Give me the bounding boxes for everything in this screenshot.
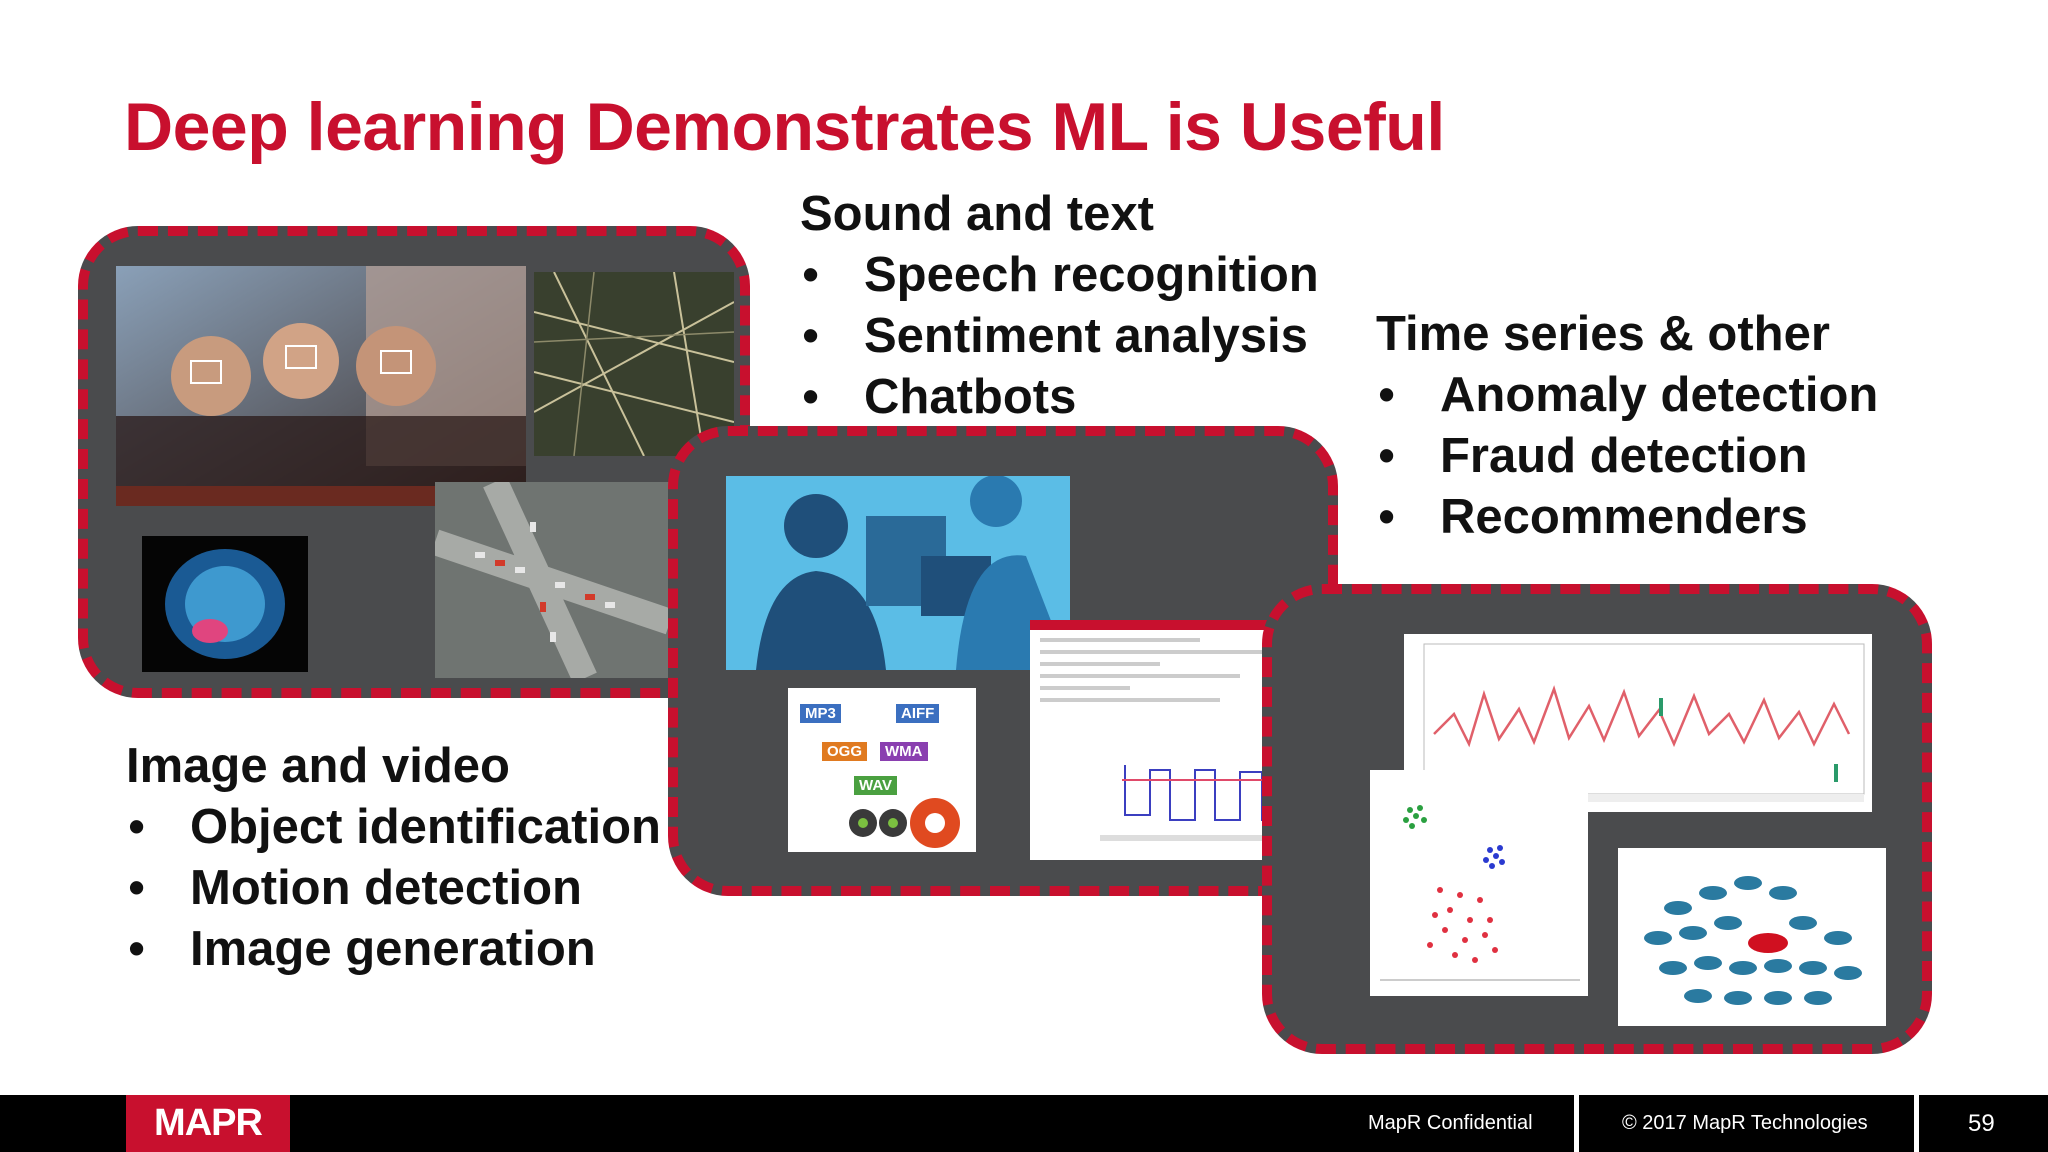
list-item: Object identification <box>126 797 686 858</box>
face-recognition-image <box>116 266 526 506</box>
footer-divider <box>1914 1095 1919 1152</box>
slide-title: Deep learning Demonstrates ML is Useful <box>124 89 1445 165</box>
audio-format-mp3: MP3 <box>800 704 841 723</box>
image-video-heading: Image and video <box>126 739 510 793</box>
sound-text-section: Sound and text Speech recognition Sentim… <box>800 184 1319 428</box>
cluster-scatter-plot <box>1370 770 1588 996</box>
audio-formats-image: MP3 AIFF OGG WMA WAV <box>788 688 976 852</box>
audio-format-wma: WMA <box>880 742 928 761</box>
satellite-map-image <box>534 272 734 456</box>
image-video-panel <box>78 226 750 698</box>
call-center-image <box>726 476 1070 670</box>
time-series-section: Time series & other Anomaly detection Fr… <box>1376 304 1878 548</box>
footer-divider <box>1574 1095 1579 1152</box>
time-series-heading: Time series & other <box>1376 307 1830 361</box>
list-item: Recommenders <box>1376 487 1878 548</box>
list-item: Speech recognition <box>800 245 1319 306</box>
reel-icon <box>849 809 907 837</box>
sound-text-heading: Sound and text <box>800 187 1154 241</box>
list-item: Fraud detection <box>1376 426 1878 487</box>
audio-format-aiff: AIFF <box>896 704 940 723</box>
image-video-section: Image and video Object identification Mo… <box>126 736 686 980</box>
confidential-label: MapR Confidential <box>1368 1112 1533 1134</box>
brain-scan-image <box>142 536 308 672</box>
list-item: Anomaly detection <box>1376 365 1878 426</box>
page-number: 59 <box>1968 1109 1995 1137</box>
fish-recommender-image <box>1618 848 1886 1026</box>
list-item: Image generation <box>126 919 686 980</box>
footer-bar: MAPR MapR Confidential © 2017 MapR Techn… <box>0 1095 2048 1152</box>
mapr-logo: MAPR <box>126 1095 290 1152</box>
sound-text-panel: MP3 AIFF OGG WMA WAV <box>668 426 1338 896</box>
list-item: Motion detection <box>126 858 686 919</box>
disc-icon <box>910 798 960 848</box>
list-item: Chatbots <box>800 367 1319 428</box>
time-series-panel <box>1262 584 1932 1054</box>
audio-format-wav: WAV <box>854 776 898 795</box>
traffic-aerial-image <box>435 482 670 678</box>
audio-format-ogg: OGG <box>822 742 868 761</box>
copyright-label: © 2017 MapR Technologies <box>1622 1112 1868 1134</box>
list-item: Sentiment analysis <box>800 306 1319 367</box>
